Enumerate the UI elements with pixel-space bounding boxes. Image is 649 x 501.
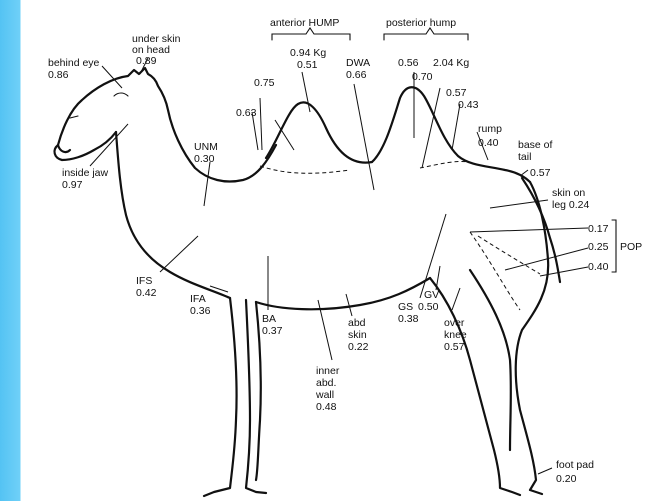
label-posterior-hump: posterior hump — [386, 17, 456, 29]
label-posterior-056: 0.56 — [398, 57, 419, 69]
label-base-of: base of — [518, 139, 553, 151]
label-057-hump: 0.57 — [446, 87, 467, 99]
label-pop-017: 0.17 — [588, 223, 609, 235]
label-ifa: IFA — [190, 293, 206, 305]
label-abd-skin-value: 0.22 — [348, 341, 369, 353]
label-pop-025: 0.25 — [588, 241, 609, 253]
label-ba-value: 0.37 — [262, 325, 283, 337]
label-gs: GS — [398, 301, 413, 313]
label-base-tail-value: 0.57 — [530, 167, 551, 179]
label-ba: BA — [262, 313, 276, 325]
label-anterior-hump: anterior HUMP — [270, 17, 339, 29]
label-dwa: DWA — [346, 57, 370, 69]
label-inner: inner — [316, 365, 340, 377]
label-043: 0.43 — [458, 99, 479, 111]
label-rump: rump — [478, 123, 502, 135]
label-behind-eye-value: 0.86 — [48, 69, 69, 81]
label-foot-pad: foot pad — [556, 459, 594, 471]
label-behind-eye: behind eye — [48, 57, 100, 69]
label-inside-jaw-value: 0.97 — [62, 179, 83, 191]
label-gs-value: 0.38 — [398, 313, 419, 325]
label-gv: GV — [424, 289, 439, 301]
label-075: 0.75 — [254, 77, 275, 89]
label-knee: knee — [444, 329, 467, 341]
label-posterior-070: 0.70 — [412, 71, 433, 83]
label-leg-value: leg 0.24 — [552, 199, 590, 211]
label-inner-abd-value: 0.48 — [316, 401, 337, 413]
label-wall: wall — [315, 389, 334, 401]
label-unm-value: 0.30 — [194, 153, 215, 165]
label-under-skin-value: 0.89 — [136, 55, 157, 67]
label-unm: UNM — [194, 141, 218, 153]
label-ifs-value: 0.42 — [136, 287, 157, 299]
label-skin: skin — [348, 329, 367, 341]
label-over-knee-value: 0.57 — [444, 341, 465, 353]
leader-lines — [90, 58, 588, 474]
label-dwa-value: 0.66 — [346, 69, 367, 81]
label-gv-value: 0.50 — [418, 301, 439, 313]
label-inside-jaw: inside jaw — [62, 167, 109, 179]
label-posterior-weight: 2.04 Kg — [433, 57, 469, 69]
label-skin-on: skin on — [552, 187, 585, 199]
label-pop-040: 0.40 — [588, 261, 609, 273]
label-tail: tail — [518, 151, 531, 163]
label-ifs: IFS — [136, 275, 152, 287]
label-foot-pad-value: 0.20 — [556, 473, 577, 485]
label-063: 0.63 — [236, 107, 257, 119]
label-anterior-hump-weight: 0.94 Kg — [290, 47, 326, 59]
label-rump-value: 0.40 — [478, 137, 499, 149]
label-abd: abd — [348, 317, 366, 329]
label-abd-dot: abd. — [316, 377, 336, 389]
label-anterior-hump-value: 0.51 — [297, 59, 318, 71]
label-ifa-value: 0.36 — [190, 305, 211, 317]
label-pop: POP — [620, 241, 642, 253]
label-over: over — [444, 317, 465, 329]
